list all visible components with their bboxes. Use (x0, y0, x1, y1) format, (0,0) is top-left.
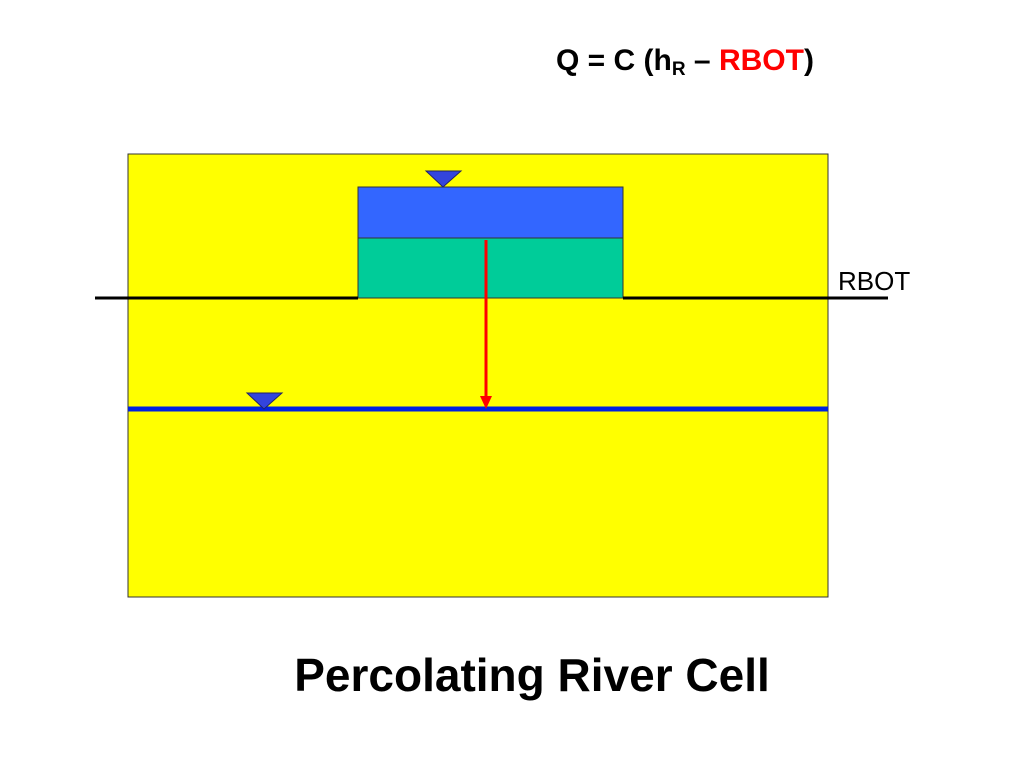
equation-operator: – (685, 44, 719, 77)
rbot-label: RBOT (838, 266, 911, 296)
equation-close: ) (803, 44, 814, 77)
river-stage-marker-icon (424, 170, 463, 188)
equation-subscript: R (671, 59, 686, 80)
equation: Q = C (hR – RBOT) (556, 44, 814, 80)
caption: Percolating River Cell (294, 649, 770, 701)
river-water (357, 186, 624, 239)
percolation-arrow-head-icon (480, 396, 492, 409)
riverbed-sediment (357, 237, 624, 299)
equation-rbot: RBOT (718, 44, 804, 77)
equation-lhs: Q = C (h (556, 44, 672, 77)
water-table-marker-icon (245, 392, 284, 410)
